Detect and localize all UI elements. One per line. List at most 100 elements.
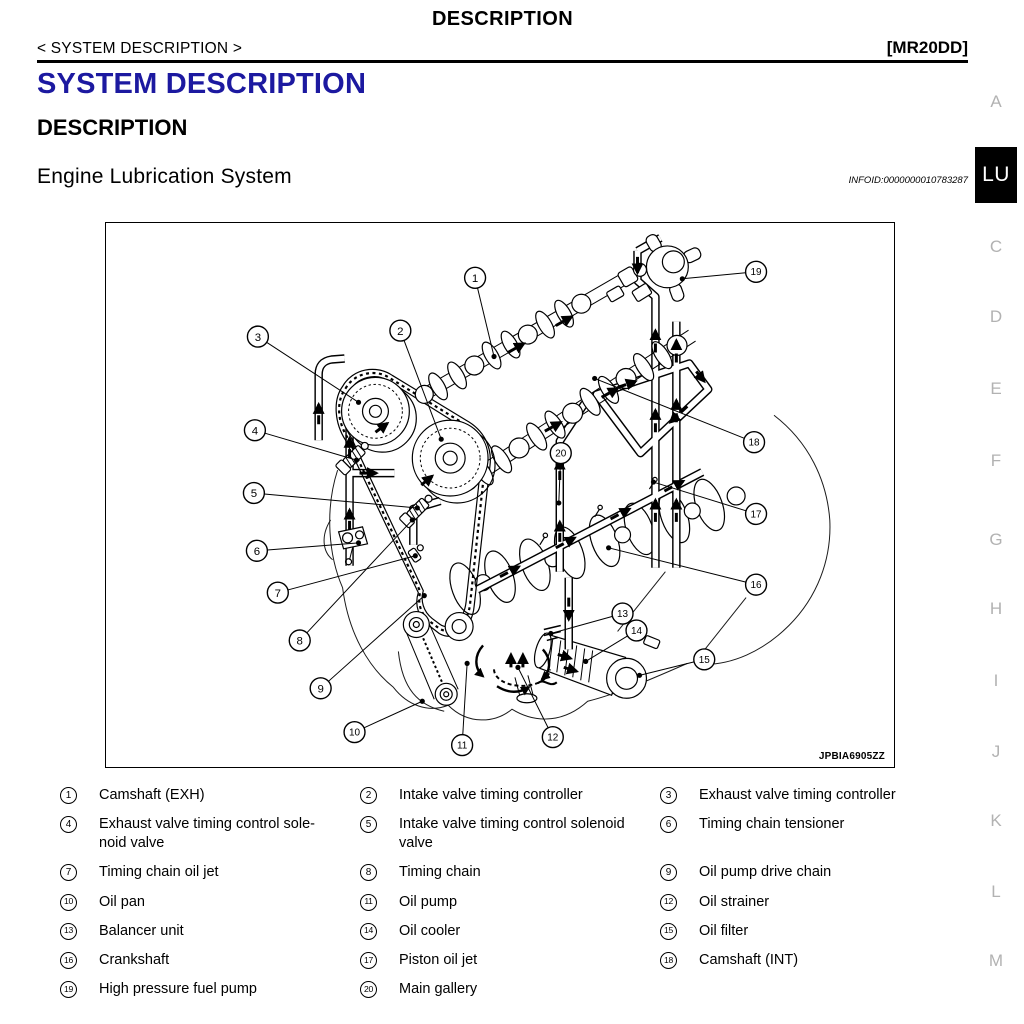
svg-text:12: 12 <box>547 732 559 743</box>
callout-14: 14 <box>583 619 648 664</box>
margin-letter: E <box>990 379 1002 398</box>
page-title: DESCRIPTION <box>431 8 574 30</box>
legend-label: Crankshaft <box>99 951 170 968</box>
margin-letter: L <box>991 882 1001 901</box>
sub-heading: DESCRIPTION <box>37 115 188 140</box>
section-heading: SYSTEM DESCRIPTION <box>37 68 367 100</box>
legend-label: Piston oil jet <box>399 951 478 968</box>
oil-pump-drive-chain <box>402 610 474 706</box>
legend-number-badge: 18 <box>660 951 677 969</box>
exhaust-valve-timing-controller <box>340 376 417 453</box>
callout-6: 6 <box>245 539 362 562</box>
camshaft-exhaust <box>414 262 648 404</box>
legend-label: Oil pump <box>399 893 458 910</box>
oil-cooler-filter <box>533 632 661 699</box>
margin-letter: D <box>989 307 1003 326</box>
legend-number-badge: 4 <box>60 816 77 834</box>
legend-number-badge: 20 <box>360 980 377 998</box>
callout-19: 19 <box>679 260 768 283</box>
legend-item-7: 7 Timing chain oil jet <box>60 863 360 882</box>
legend-number-badge: 2 <box>360 787 377 804</box>
legend-number-badge: 6 <box>660 816 677 834</box>
legend-label: Balancer unit <box>99 922 184 939</box>
legend-item-17: 17 Piston oil jet <box>360 951 660 970</box>
legend-item-12: 12 Oil strainer <box>660 893 965 912</box>
intake-valve-timing-controller <box>411 419 496 504</box>
svg-text:19: 19 <box>751 267 763 278</box>
callout-4: 4 <box>243 419 360 463</box>
legend-number-badge: 7 <box>60 864 77 882</box>
callout-20: 20 <box>549 441 572 506</box>
margin-letter: I <box>993 671 999 690</box>
legend-label: Timing chain tensioner <box>699 816 845 833</box>
margin-letter: G <box>989 530 1003 549</box>
callout-18: 18 <box>592 375 766 454</box>
oil-pump-flow <box>474 644 558 696</box>
callout-2: 2 <box>389 319 444 442</box>
legend-label: Oil cooler <box>399 922 461 939</box>
legend-number-badge: 5 <box>360 816 377 834</box>
legend-number-badge: 13 <box>60 922 77 940</box>
legend-item-13: 13 Balancer unit <box>60 922 360 941</box>
exhaust-vtc-solenoid-valve <box>335 441 369 476</box>
legend-number-badge: 16 <box>60 951 77 969</box>
legend-number-badge: 19 <box>60 980 77 998</box>
svg-text:10: 10 <box>349 728 361 739</box>
infoid-label: INFOID:0000000010783287 <box>848 175 968 186</box>
svg-text:18: 18 <box>749 438 761 449</box>
svg-text:20: 20 <box>555 449 567 460</box>
svg-text:3: 3 <box>255 332 261 344</box>
page-header: DESCRIPTION < SYSTEM DESCRIPTION > [MR20… <box>37 8 968 189</box>
callout-12: 12 <box>515 664 564 749</box>
intake-vtc-solenoid-valve <box>399 494 433 529</box>
model-code: [MR20DD] <box>886 38 968 57</box>
legend-number-badge: 17 <box>360 951 377 969</box>
callout-10: 10 <box>343 698 425 744</box>
margin-letter: F <box>990 451 1002 470</box>
callout-9: 9 <box>309 593 427 700</box>
callout-3: 3 <box>246 325 362 405</box>
legend-item-2: 2 Intake valve timing controller <box>360 786 660 805</box>
legend-label: High pressure fuel pump <box>99 980 257 997</box>
breadcrumb: < SYSTEM DESCRIPTION > <box>37 40 243 57</box>
svg-text:2: 2 <box>397 326 403 338</box>
legend-number-badge: 11 <box>360 893 377 911</box>
legend-label: Oil pump drive chain <box>699 864 832 881</box>
svg-text:5: 5 <box>251 488 257 500</box>
legend-label: Camshaft (EXH) <box>99 787 205 803</box>
svg-text:13: 13 <box>617 609 629 620</box>
legend-label: Oil pan <box>99 893 145 910</box>
legend-label: Intake valve timing controller <box>399 787 583 803</box>
svg-text:7: 7 <box>275 588 281 600</box>
legend-label: Oil strainer <box>699 893 770 910</box>
margin-letter: H <box>989 599 1003 618</box>
margin-letter: A <box>990 92 1002 111</box>
figure-code: JPBIA6905ZZ <box>818 751 885 762</box>
margin-letter: J <box>991 742 1001 761</box>
legend-number-badge: 3 <box>660 787 677 804</box>
callout-15: 15 <box>636 648 716 678</box>
legend-item-9: 9 Oil pump drive chain <box>660 863 965 882</box>
legend-number-badge: 9 <box>660 864 677 882</box>
legend-number-badge: 10 <box>60 893 77 911</box>
margin-letter: M <box>988 951 1004 970</box>
callout-8: 8 <box>288 517 415 652</box>
callout-11: 11 <box>450 660 474 757</box>
high-pressure-fuel-pump <box>606 234 702 303</box>
legend-number-badge: 14 <box>360 922 377 940</box>
legend-number-badge: 12 <box>660 893 677 911</box>
legend-number-badge: 15 <box>660 922 677 940</box>
legend-label: Timing chain oil jet <box>99 864 219 881</box>
callout-17: 17 <box>650 479 768 526</box>
